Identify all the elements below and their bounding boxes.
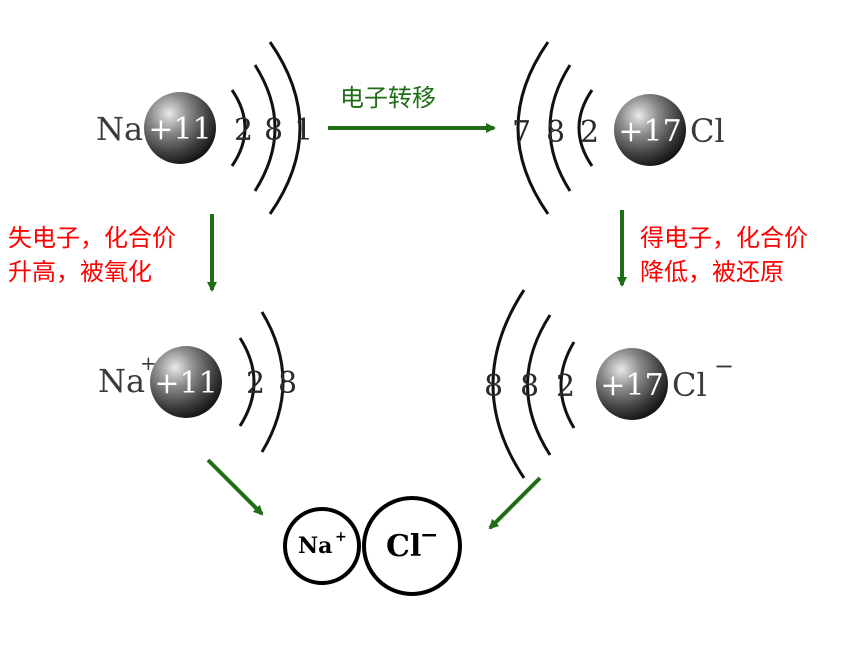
na-atom-symbol: Na [96,110,143,148]
cl-atom-shell-1 [577,89,594,167]
cl-ion-charge: − [714,352,734,380]
cl-ion-shell-count-1: 2 [556,369,575,404]
na-atom-nucleus-charge: +11 [148,112,211,147]
cl-ion-nucleus-charge: +17 [600,368,663,403]
na-ion-combine-arrow [206,458,264,516]
na-atom-shell-3 [268,41,302,215]
na-atom-shell-count-3: 1 [294,113,313,148]
product-cl-charge: − [420,522,438,548]
cl-annotation-line-1: 得电子，化合价 [640,224,808,252]
product-na-symbol: Na [298,533,332,559]
cl-ion-combine-arrow [488,476,542,530]
cl-ion-shell-1 [559,341,576,429]
na-atom-shell-1 [230,89,247,167]
cl-ion-symbol: Cl [672,366,707,404]
na-atom-shell-count-1: 2 [234,113,253,148]
na-ion-nucleus [150,346,222,418]
electron-transfer-label: 电子转移 [340,84,436,112]
product-cl-ion-circle [362,496,462,596]
product-na-charge: + [335,529,347,545]
cl-atom-shell-2 [548,64,572,192]
cl-ion-shell-count-2: 8 [520,369,539,404]
na-atom-nucleus [144,92,216,164]
na-ion-shell-count-2: 8 [278,366,297,401]
na-atom-shell-count-2: 8 [264,113,283,148]
na-ion-symbol: Na [98,362,145,400]
na-ion-nucleus-charge: +11 [154,366,217,401]
na-ion-shell-count-1: 2 [246,366,265,401]
cl-ion-nucleus [596,348,668,420]
cl-ion: 8 8 2 +17 Cl − [484,289,734,479]
na-annotation-line-2: 升高，被氧化 [8,258,152,286]
na-annotation-line-1: 失电子，化合价 [8,224,176,252]
na-ion-shell-1 [238,337,256,427]
cl-ion-shell-3 [491,289,526,479]
cl-ion-shell-2 [526,314,552,456]
na-ion: Na + +11 2 8 [98,311,297,453]
cl-atom-shell-count-3: 7 [512,115,531,150]
cl-atom-shell-count-1: 2 [580,115,599,150]
cl-atom-nucleus [614,94,686,166]
cl-atom-nucleus-charge: +17 [618,114,681,149]
nacl-product: Na + Cl − [283,496,462,596]
cl-atom: 7 8 2 +17 Cl [512,41,725,215]
cl-atom-shell-count-2: 8 [546,115,565,150]
cl-ion-shell-count-3: 8 [484,369,503,404]
cl-annotation-line-2: 降低，被还原 [640,258,784,286]
na-ion-shell-2 [260,311,285,453]
product-na-ion-circle [283,507,361,585]
na-atom-shell-2 [253,64,277,192]
product-cl-symbol: Cl [386,529,421,564]
na-atom: Na +11 2 8 1 [96,41,313,215]
cl-atom-shell-3 [516,41,550,215]
cl-atom-symbol: Cl [690,112,725,150]
